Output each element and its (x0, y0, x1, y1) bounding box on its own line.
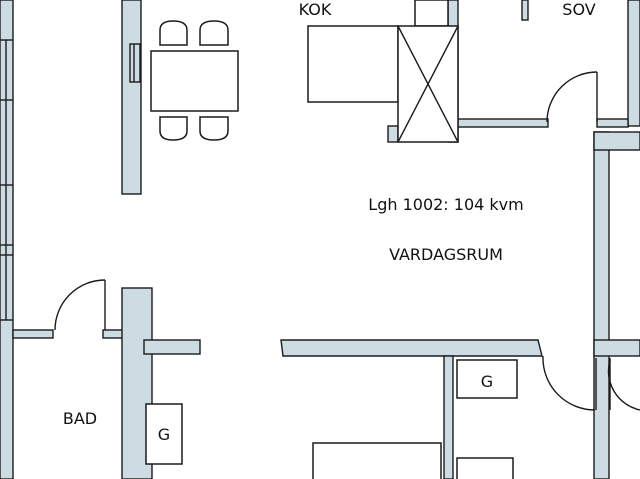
doors (54, 71, 640, 411)
chair (159, 116, 188, 141)
bathroom-wall-top-right (102, 329, 124, 339)
chair (199, 20, 229, 46)
floor-drain-symbol: G (481, 372, 493, 391)
interior-wall-upper-left (121, 0, 142, 195)
lower-door-swing-2 (607, 359, 640, 411)
kitchen-cabinet (414, 0, 449, 27)
bedroom-wall-top (521, 0, 529, 21)
interior-wall-horizontal (280, 339, 543, 357)
room-label-living-room: VARDAGSRUM (389, 245, 503, 264)
interior-wall-right-short (593, 339, 640, 357)
lower-door-swing-1 (542, 355, 596, 411)
dining-set (150, 20, 239, 141)
dining-table (150, 50, 239, 112)
interior-wall-center-lower (443, 355, 454, 479)
drain-box-bath (145, 403, 183, 465)
bathroom-door-swing (54, 279, 106, 331)
drain-box-right (456, 359, 518, 399)
kitchen-counter (307, 25, 399, 103)
interior-wall-right-top (593, 131, 640, 151)
wall-niche (129, 43, 141, 83)
floor-drain-symbol: G (158, 425, 170, 444)
interior-wall-stub (143, 339, 201, 355)
bed (312, 442, 442, 479)
kitchen-wall-stub (387, 125, 399, 143)
bedroom-door-swing (546, 71, 598, 123)
bedroom-wall-bottom (457, 118, 549, 128)
interior-wall-right (593, 131, 610, 479)
room-label-bedroom: SOV (562, 0, 595, 19)
room-label-kitchen: KOK (299, 0, 332, 19)
kitchen-fixtures (307, 0, 459, 143)
bathroom-wall-top (12, 329, 54, 339)
chair (159, 20, 188, 46)
bedroom-wall-bottom-right (596, 118, 629, 128)
apartment-area-label: Lgh 1002: 104 kvm (368, 195, 523, 214)
chair (199, 116, 229, 141)
bedroom-wall-right (627, 0, 640, 127)
lower-furniture (145, 359, 518, 479)
cabinet-lower (456, 457, 514, 479)
room-label-bathroom: BAD (63, 409, 97, 428)
